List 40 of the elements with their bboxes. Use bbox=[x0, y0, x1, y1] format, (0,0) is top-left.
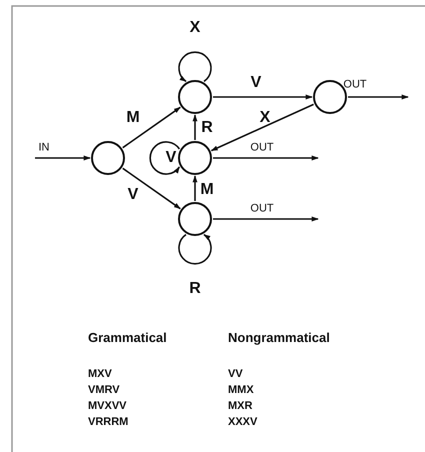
table-cell: VRRRM bbox=[88, 417, 128, 428]
arrow bbox=[348, 94, 409, 100]
arrow bbox=[192, 175, 198, 201]
edge-label: M bbox=[126, 110, 140, 126]
table-cell: MMX bbox=[228, 385, 254, 396]
arrow bbox=[122, 106, 181, 148]
edge-label: V bbox=[250, 75, 262, 91]
table-cell: MVXVV bbox=[88, 401, 127, 412]
table-cell: MXR bbox=[228, 401, 252, 412]
circle-node bbox=[178, 202, 212, 236]
circle-node bbox=[91, 141, 125, 175]
edge-label: X bbox=[190, 20, 200, 36]
circle-node bbox=[178, 141, 212, 175]
table-cell: XXXV bbox=[228, 417, 258, 428]
table-cell: MXV bbox=[88, 369, 112, 380]
edge-label: OUT bbox=[250, 142, 274, 154]
column-heading: Nongrammatical bbox=[228, 331, 330, 344]
arrow bbox=[35, 156, 91, 160]
edge-label: IN bbox=[38, 142, 50, 154]
edge-label: V bbox=[166, 150, 176, 166]
edge-label: M bbox=[200, 182, 214, 198]
loop-arrow bbox=[149, 141, 180, 175]
arrow bbox=[192, 114, 198, 140]
table-cell: VMRV bbox=[88, 385, 120, 396]
edge-label: R bbox=[189, 281, 201, 297]
loop-arrow bbox=[178, 234, 212, 265]
edge-label: X bbox=[260, 110, 270, 126]
circle-node bbox=[178, 80, 212, 114]
edge-label: OUT bbox=[250, 204, 274, 214]
arrow bbox=[122, 168, 181, 210]
arrow bbox=[213, 216, 319, 222]
edge-label: OUT bbox=[343, 80, 367, 90]
loop-arrow bbox=[178, 51, 212, 82]
arrow bbox=[210, 104, 314, 152]
arrow bbox=[213, 94, 313, 100]
arrow bbox=[213, 156, 319, 160]
edge-label: V bbox=[128, 187, 138, 203]
table-cell: VV bbox=[228, 369, 243, 380]
edge-label: R bbox=[201, 120, 213, 136]
column-heading: Grammatical bbox=[88, 331, 167, 344]
